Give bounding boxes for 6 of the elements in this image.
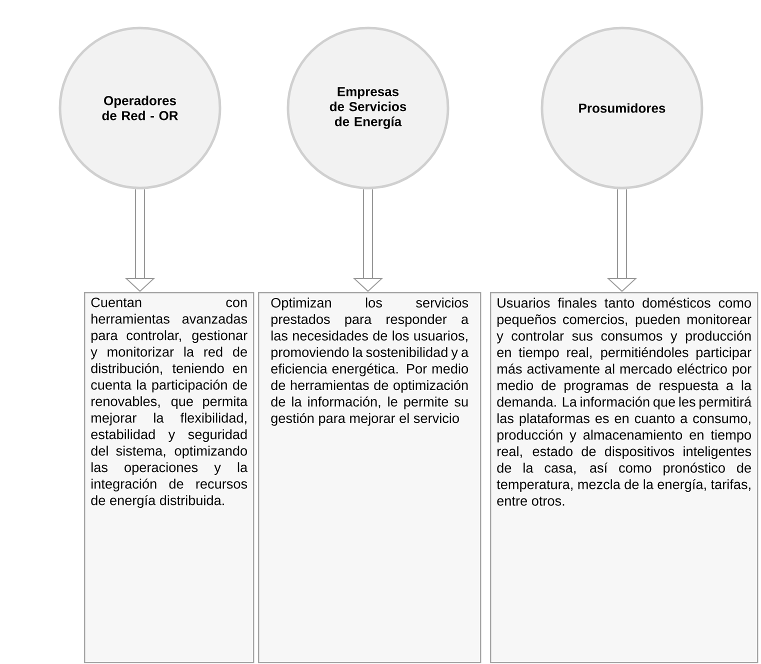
circle-node: Empresas de Servicios de Energía (286, 26, 450, 190)
circle-node: Operadores de Red - OR (58, 26, 222, 190)
text-box: Optimizan los servicios prestados para responder a las necesidades de los usuarios, promoviendo la sostenibilidad y a eficiencia energética. Por medio de herramientas de optimización de la información, le permite su gestión para mejorar el servicio (258, 292, 482, 664)
text-box: Usuarios finales tanto domésticos como pequeños comercios, pueden monitorear y controlar sus consumos y producción en tiempo real, permitiéndoles participar más activamente al mercado eléctrico por medio de programas de respuesta a la demanda. La información que les permitirá las plataformas es en cuanto a consumo, producción y almacenamiento en tiempo real, estado de dispositivos inteligentes de la casa, así como pronóstico de temperatura, mezcla de la energía, tarifas, entre otros. (490, 292, 758, 664)
text-box: Cuentan con herramientas avanzadas para controlar, gestionar y monitorizar la red de distribución, teniendo en cuenta la participación de renovables, que permita mejorar la flexibilidad, estabilidad y seguridad del sistema, optimizando las operaciones y la integración de recursos de energía distribuida. (84, 292, 254, 664)
circle-node: Prosumidores (540, 26, 704, 190)
